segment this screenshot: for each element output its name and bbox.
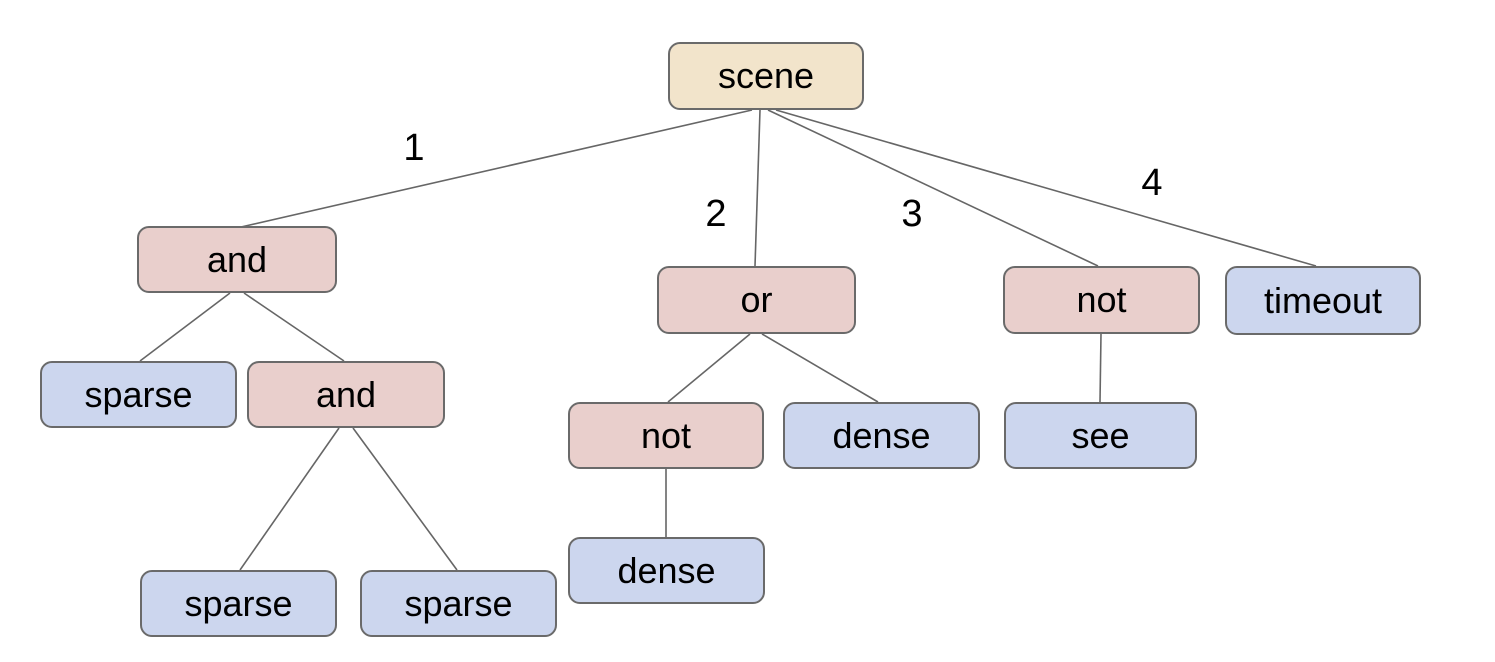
node-or: or <box>657 266 856 334</box>
edge-label-2: 2 <box>705 193 727 235</box>
node-sparse-2: sparse <box>140 570 337 637</box>
edge-label-3: 3 <box>901 193 923 235</box>
edge-or-dense <box>761 333 879 403</box>
edge-label-4: 4 <box>1141 162 1163 204</box>
node-scene: scene <box>668 42 864 110</box>
edge-scene-or <box>754 109 761 267</box>
node-not-1: not <box>1003 266 1200 334</box>
node-dense-1: dense <box>783 402 980 469</box>
edge-and2-sparse-right <box>352 427 458 571</box>
node-sparse-3: sparse <box>360 570 557 637</box>
edge-not-see <box>1099 333 1102 403</box>
edge-scene-and <box>240 109 753 228</box>
node-dense-2: dense <box>568 537 765 604</box>
node-timeout: timeout <box>1225 266 1421 335</box>
edge-label-1: 1 <box>403 127 425 169</box>
edge-scene-timeout <box>775 109 1317 267</box>
edge-or-not <box>667 333 751 403</box>
edge-and-sparse <box>139 292 231 362</box>
node-sparse-1: sparse <box>40 361 237 428</box>
edge-and-and <box>243 292 345 362</box>
node-and-2: and <box>247 361 445 428</box>
edge-scene-not <box>767 109 1099 267</box>
node-see: see <box>1004 402 1197 469</box>
edge-and2-sparse-left <box>239 427 340 571</box>
node-and-1: and <box>137 226 337 293</box>
node-not-2: not <box>568 402 764 469</box>
